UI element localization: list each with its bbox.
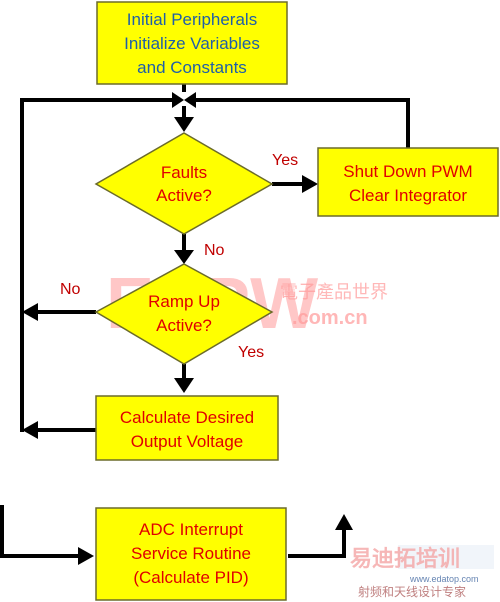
arrowhead-ramp-no	[22, 303, 38, 321]
node-init: Initial Peripherals Initialize Variables…	[96, 1, 288, 85]
ramp-line-1: Ramp Up	[148, 292, 220, 311]
faults-no-label: No	[204, 242, 225, 259]
node-calc: Calculate Desired Output Voltage	[95, 395, 279, 461]
corner-watermark-plate	[398, 545, 494, 569]
arrowhead-adc-out	[335, 514, 353, 530]
calc-box	[95, 395, 279, 461]
corner-watermark-url: www.edatop.com	[409, 574, 479, 584]
arrowhead-faults-yes	[302, 175, 318, 193]
calc-line-1: Calculate Desired	[120, 408, 254, 427]
init-line-3: and Constants	[137, 58, 247, 77]
ramp-no-label: No	[60, 281, 81, 298]
ramp-line-2: Active?	[156, 316, 212, 335]
watermark-url: .com.cn	[292, 307, 368, 329]
faults-yes-label: Yes	[272, 152, 298, 169]
adc-line-2: Service Routine	[131, 544, 251, 563]
faults-line-2: Active?	[156, 186, 212, 205]
shutdown-line-1: Shut Down PWM	[343, 162, 472, 181]
node-ramp: Ramp Up Active?	[94, 263, 274, 365]
arrowhead-calc-left	[22, 421, 38, 439]
adc-box	[95, 507, 287, 601]
arrowhead-merge-left	[172, 92, 184, 108]
corner-watermark-brand: 易迪拓培训	[350, 546, 460, 572]
node-shutdown: Shut Down PWM Clear Integrator	[317, 147, 499, 217]
faults-diamond	[94, 132, 274, 235]
arrowhead-merge-right	[184, 92, 196, 108]
arrowhead-faults-no	[174, 250, 194, 264]
node-adc: ADC Interrupt Service Routine (Calculate…	[95, 507, 287, 601]
faults-line-1: Faults	[161, 163, 207, 182]
adc-line-1: ADC Interrupt	[139, 520, 243, 539]
connectors	[0, 84, 410, 565]
shutdown-box	[317, 147, 499, 217]
arrowhead-adc-in	[78, 547, 94, 565]
corner-watermark: 易迪拓培训 www.edatop.com 射频和天线设计专家	[350, 545, 494, 599]
arrowhead-ramp-yes	[174, 378, 194, 393]
init-line-1: Initial Peripherals	[127, 10, 257, 29]
init-line-2: Initialize Variables	[124, 34, 260, 53]
ramp-diamond	[94, 263, 274, 365]
ramp-yes-label: Yes	[238, 344, 264, 361]
corner-watermark-title: 射频和天线设计专家	[358, 584, 466, 599]
watermark-chinese: 電子產品世界	[280, 282, 388, 303]
adc-line-3: (Calculate PID)	[133, 568, 248, 587]
node-faults: Faults Active?	[94, 132, 274, 235]
shutdown-line-2: Clear Integrator	[349, 186, 467, 205]
init-box	[96, 1, 288, 85]
arrowhead-to-faults	[174, 117, 194, 132]
calc-line-2: Output Voltage	[131, 432, 243, 451]
